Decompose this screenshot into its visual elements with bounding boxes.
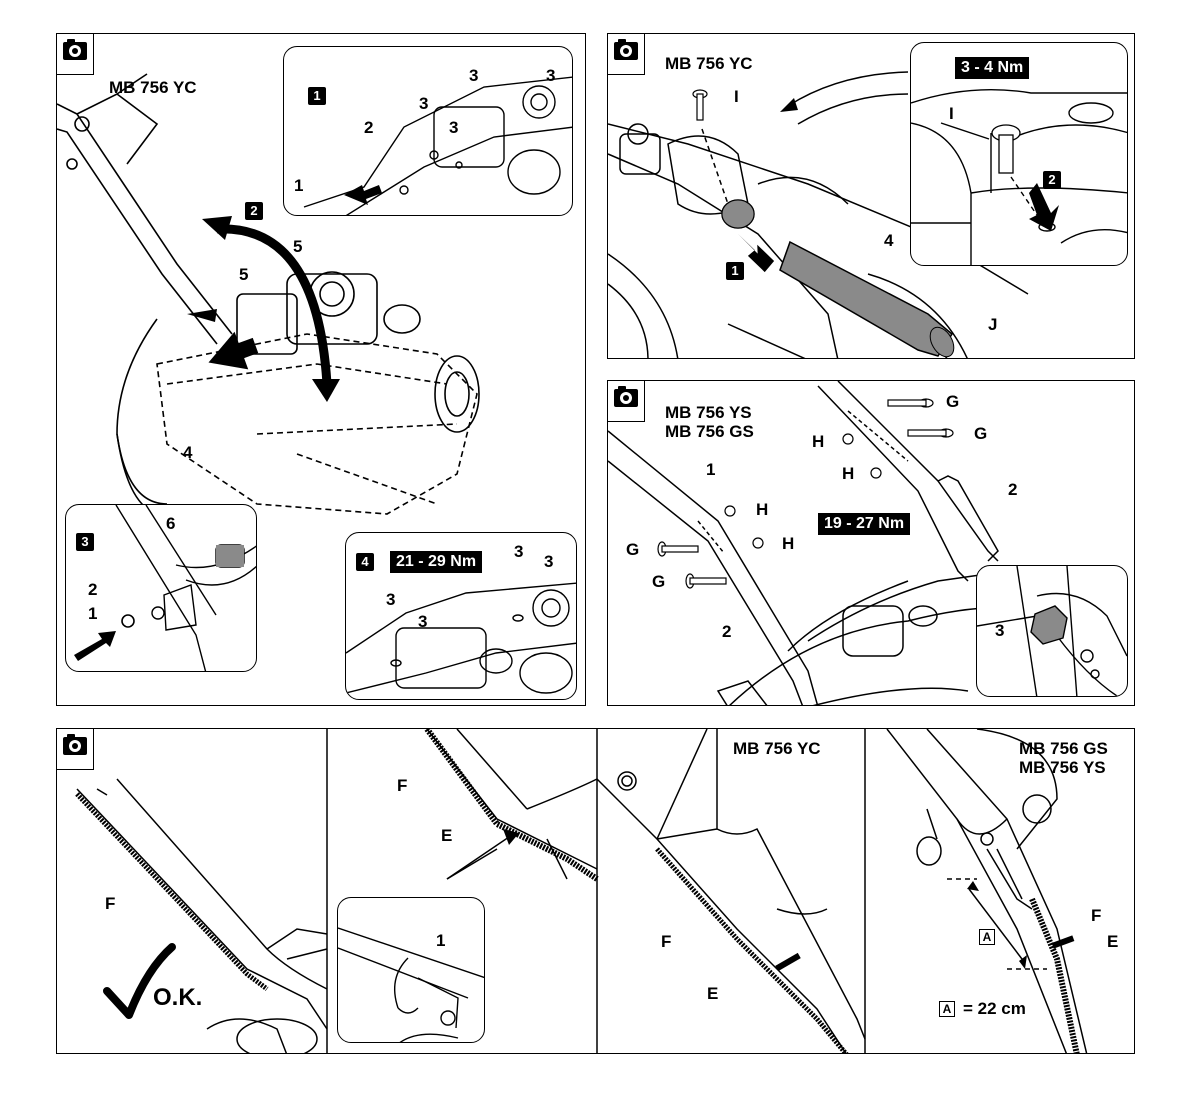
dimension-value: = 22 cm xyxy=(963,1000,1026,1018)
torque-badge: 21 - 29 Nm xyxy=(390,551,482,573)
label-3: 3 xyxy=(386,591,395,609)
label-H: H xyxy=(782,535,794,553)
label-H: H xyxy=(812,433,824,451)
inset-1-illustration xyxy=(284,47,573,216)
label-G: G xyxy=(626,541,639,559)
label-5: 5 xyxy=(239,266,248,284)
model-label: MB 756 GS MB 756 YS xyxy=(1019,739,1108,777)
label-4: 4 xyxy=(183,444,192,462)
step-number-3: 3 xyxy=(76,533,94,551)
label-1: 1 xyxy=(706,461,715,479)
label-2: 2 xyxy=(88,581,97,599)
inset-step-3: 3 6 2 1 xyxy=(65,504,257,672)
inset-screw-torque: 3 - 4 Nm I 2 xyxy=(910,42,1128,266)
label-6: 6 xyxy=(166,515,175,533)
inset-step-4: 4 21 - 29 Nm 3 3 3 3 xyxy=(345,532,577,700)
step-number-4: 4 xyxy=(356,553,374,571)
label-G: G xyxy=(652,573,665,591)
label-3: 3 xyxy=(546,67,555,85)
inset-cable-tie: 1 xyxy=(337,897,485,1043)
inset-cable-tie-illustration xyxy=(338,898,485,1043)
label-F: F xyxy=(105,895,115,913)
step-number-1: 1 xyxy=(726,262,744,280)
label-2: 2 xyxy=(1008,481,1017,499)
model-label: MB 756 YC xyxy=(665,54,753,73)
label-E: E xyxy=(707,985,718,1003)
label-3: 3 xyxy=(469,67,478,85)
label-3: 3 xyxy=(419,95,428,113)
torque-badge: 3 - 4 Nm xyxy=(955,57,1029,79)
panel-handle-extension: MB 756 YS MB 756 GS G G G G H H H H 1 2 … xyxy=(607,380,1135,706)
label-3: 3 xyxy=(418,613,427,631)
step-number-2: 2 xyxy=(1043,171,1061,189)
label-I: I xyxy=(734,88,739,106)
inset-bolt-detail: 3 xyxy=(976,565,1128,697)
label-3: 3 xyxy=(514,543,523,561)
torque-badge: 19 - 27 Nm xyxy=(818,513,910,535)
label-H: H xyxy=(756,501,768,519)
label-H: H xyxy=(842,465,854,483)
dimension-label-A: A xyxy=(979,929,995,945)
label-1: 1 xyxy=(88,605,97,623)
label-F: F xyxy=(1091,907,1101,925)
panel-tool-holder: MB 756 YC I 4 J 1 3 - xyxy=(607,33,1135,359)
step-number-2: 2 xyxy=(245,202,263,220)
label-1: 1 xyxy=(436,932,445,950)
inset-step-1: 1 1 2 3 3 3 3 xyxy=(283,46,573,216)
label-3: 3 xyxy=(995,622,1004,640)
label-G: G xyxy=(974,425,987,443)
label-4: 4 xyxy=(884,232,893,250)
step-number-1: 1 xyxy=(308,87,326,105)
label-2: 2 xyxy=(364,119,373,137)
label-E: E xyxy=(441,827,452,845)
panel-handle-mounting: MB 756 YC 1 1 2 3 3 3 3 2 5 5 4 xyxy=(56,33,586,706)
label-2: 2 xyxy=(722,623,731,641)
model-label: MB 756 YC xyxy=(733,739,821,758)
panel-cable-routing: F O.K. F E 1 MB 756 YC F E MB 756 GS MB … xyxy=(56,728,1135,1054)
model-label: MB 756 YC xyxy=(109,78,197,97)
label-3: 3 xyxy=(449,119,458,137)
label-F: F xyxy=(661,933,671,951)
label-E: E xyxy=(1107,933,1118,951)
label-F: F xyxy=(397,777,407,795)
label-3: 3 xyxy=(544,553,553,571)
label-I: I xyxy=(949,105,954,123)
label-1: 1 xyxy=(294,177,303,195)
label-G: G xyxy=(946,393,959,411)
label-J: J xyxy=(988,316,997,334)
ok-label: O.K. xyxy=(153,984,202,1012)
label-5: 5 xyxy=(293,238,302,256)
model-label: MB 756 YS MB 756 GS xyxy=(665,403,754,441)
dimension-legend-A: A xyxy=(939,1001,955,1017)
